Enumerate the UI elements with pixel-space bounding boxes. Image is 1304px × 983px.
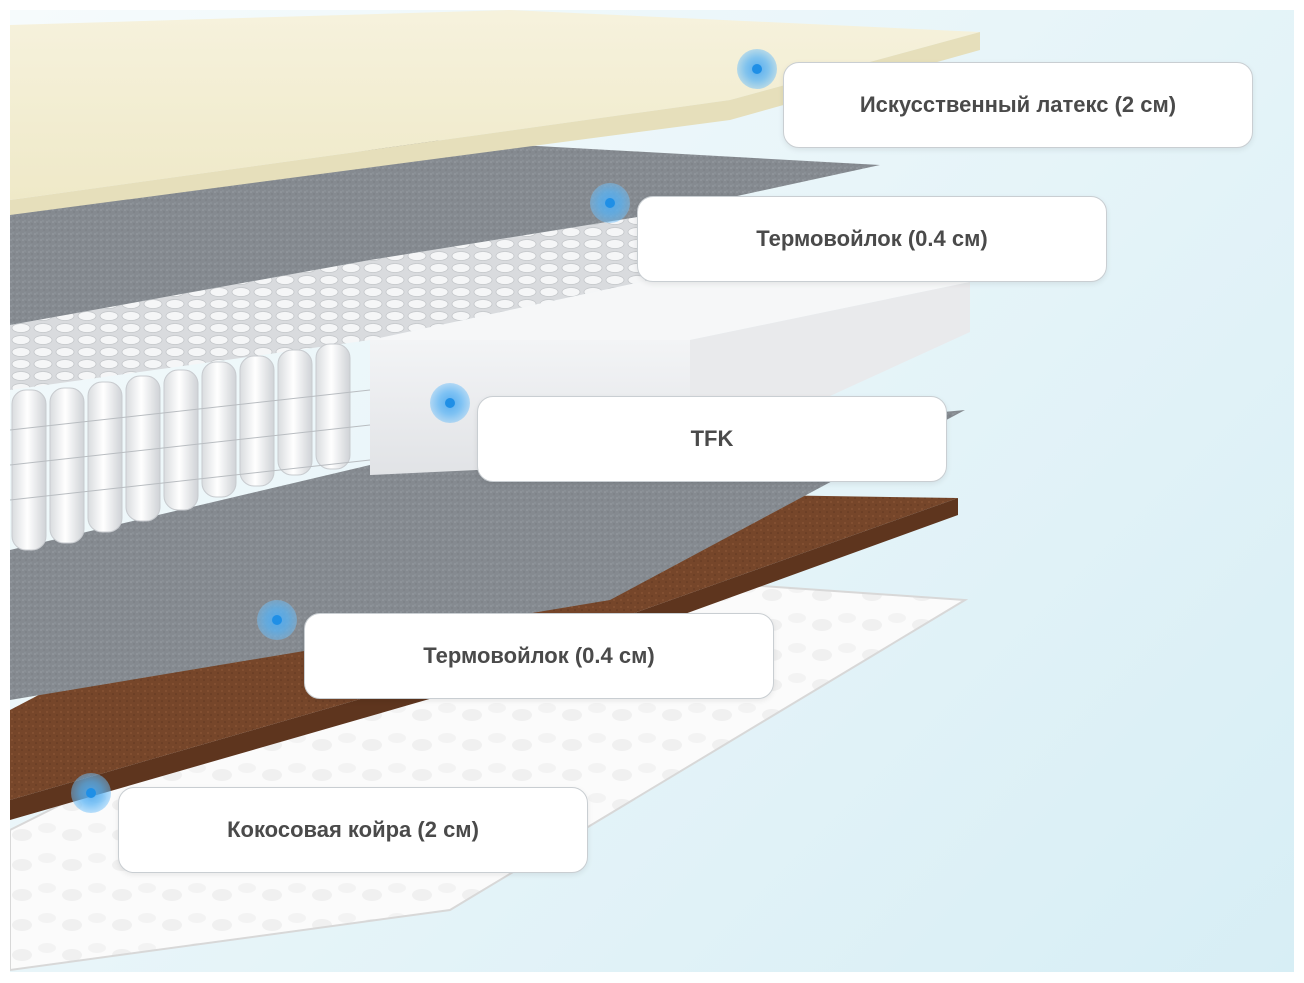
tfk-marker-icon xyxy=(430,383,470,423)
latex-side-edge xyxy=(10,32,980,215)
coir-label: Кокосовая койра (2 см) xyxy=(118,787,588,873)
pocket-springs xyxy=(10,343,371,551)
latex-top-layer xyxy=(10,10,980,200)
latex-marker-icon xyxy=(737,49,777,89)
foam-block-top xyxy=(370,280,970,340)
mattress-diagram: Искусственный латекс (2 см) Термовойлок … xyxy=(10,10,1294,972)
spring-unit-top xyxy=(10,215,650,390)
latex-label: Искусственный латекс (2 см) xyxy=(783,62,1253,148)
coir-layer-side xyxy=(10,498,958,820)
felt-top-label: Термовойлок (0.4 см) xyxy=(637,196,1107,282)
felt-bottom-label: Термовойлок (0.4 см) xyxy=(304,613,774,699)
tfk-label: TFK xyxy=(477,396,947,482)
felt-bottom-layer xyxy=(10,410,965,700)
felt-bottom-marker-icon xyxy=(257,600,297,640)
felt-top-marker-icon xyxy=(590,183,630,223)
coir-marker-icon xyxy=(71,773,111,813)
